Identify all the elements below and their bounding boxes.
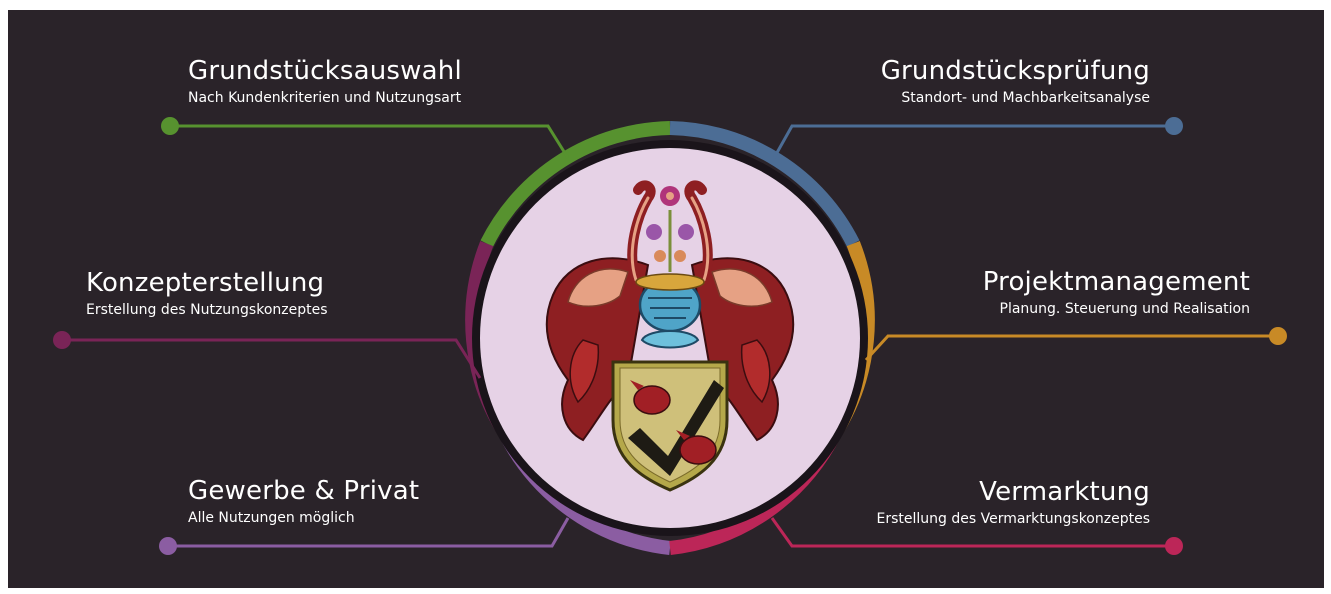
item-subtitle: Alle Nutzungen möglich <box>188 509 419 527</box>
endpoint-dot-konzepterstellung <box>53 331 71 349</box>
item-subtitle: Planung. Steuerung und Realisation <box>983 300 1250 318</box>
item-grundstuecksauswahl: Grundstücksauswahl Nach Kundenkriterien … <box>188 56 462 107</box>
item-vermarktung: Vermarktung Erstellung des Vermarktungsk… <box>876 477 1150 528</box>
endpoint-dot-projektmanagement <box>1269 327 1287 345</box>
item-title: Grundstücksprüfung <box>881 56 1150 86</box>
item-gewerbe-privat: Gewerbe & Privat Alle Nutzungen möglich <box>188 476 419 527</box>
connector-konzepterstellung <box>62 340 480 378</box>
item-subtitle: Erstellung des Nutzungskonzeptes <box>86 301 328 319</box>
item-title: Projektmanagement <box>983 267 1250 297</box>
endpoint-dot-grundstueckspruefung <box>1165 117 1183 135</box>
item-konzepterstellung: Konzepterstellung Erstellung des Nutzung… <box>86 268 328 319</box>
connector-projektmanagement <box>866 336 1278 360</box>
diagram-background: Grundstücksauswahl Nach Kundenkriterien … <box>8 10 1324 588</box>
item-grundstueckspruefung: Grundstücksprüfung Standort- und Machbar… <box>881 56 1150 107</box>
item-subtitle: Erstellung des Vermarktungskonzeptes <box>876 510 1150 528</box>
endpoint-dot-grundstuecksauswahl <box>161 117 179 135</box>
item-subtitle: Standort- und Machbarkeitsanalyse <box>881 89 1150 107</box>
connector-grundstuecksauswahl <box>170 126 568 158</box>
endpoint-dot-gewerbe-privat <box>159 537 177 555</box>
item-title: Vermarktung <box>876 477 1150 507</box>
item-subtitle: Nach Kundenkriterien und Nutzungsart <box>188 89 462 107</box>
item-title: Grundstücksauswahl <box>188 56 462 86</box>
item-title: Konzepterstellung <box>86 268 328 298</box>
item-title: Gewerbe & Privat <box>188 476 419 506</box>
item-projektmanagement: Projektmanagement Planung. Steuerung und… <box>983 267 1250 318</box>
connector-grundstueckspruefung <box>774 126 1174 158</box>
endpoint-dot-vermarktung <box>1165 537 1183 555</box>
